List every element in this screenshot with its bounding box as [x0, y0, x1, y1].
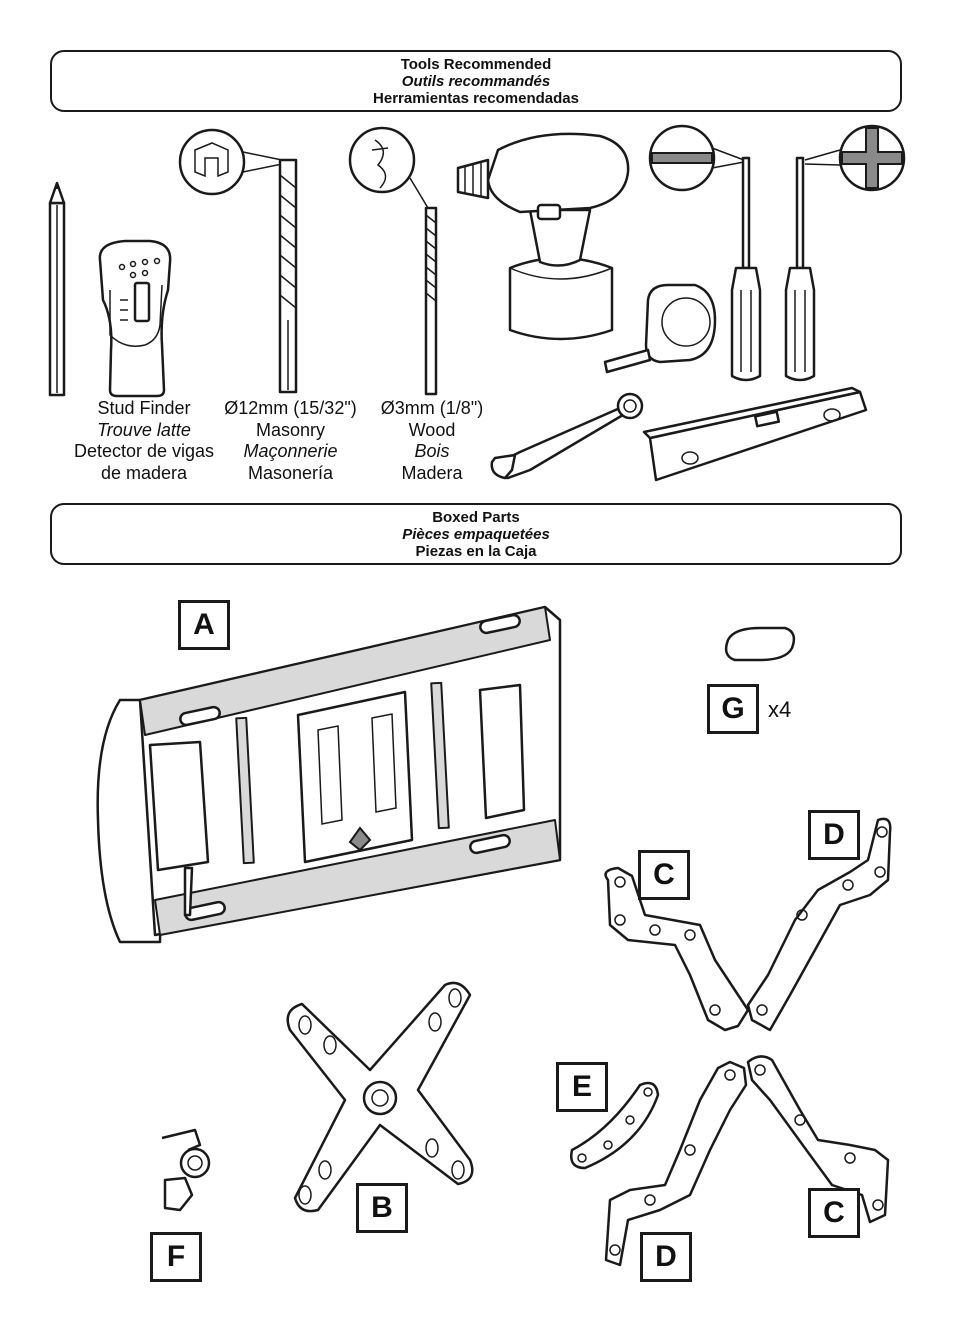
part-label-e: E [556, 1062, 608, 1112]
pencil-icon [48, 181, 66, 397]
banner-title-en: Tools Recommended [400, 56, 552, 73]
banner-title-es: Herramientas recomendadas [373, 90, 579, 107]
wood-bit-en: Wood [408, 419, 456, 440]
stud-finder-caption: Stud Finder Trouve latte Detector de vig… [64, 398, 224, 484]
masonry-bit-en: Masonry [255, 419, 326, 440]
part-label-b: B [356, 1183, 408, 1233]
masonry-bit-size: Ø12mm (15/32") [224, 398, 357, 418]
masonry-drill-bit-icon [178, 128, 298, 394]
stud-finder-es: Detector de vigas [73, 441, 215, 461]
spacer-part-g [724, 626, 796, 662]
part-label-c-upper: C [638, 850, 690, 900]
tools-recommended-banner: Tools Recommended Outils recommandés Her… [50, 50, 902, 112]
banner-title-es: Piezas en la Caja [415, 543, 537, 560]
boxed-parts-banner: Boxed Parts Pièces empaquetées Piezas en… [50, 503, 902, 565]
part-g-quantity: x4 [768, 697, 792, 722]
cross-plate-part-b [286, 981, 474, 1213]
stud-finder-icon [98, 239, 172, 398]
clip-part-f [161, 1128, 211, 1212]
banner-title-en: Boxed Parts [432, 509, 520, 526]
masonry-bit-es: Masonería [247, 462, 334, 483]
bracket-arms-lower [604, 1055, 890, 1267]
part-label-a: A [178, 600, 230, 650]
wall-plate-part-a [96, 605, 562, 944]
flat-screwdriver-icon [648, 124, 762, 382]
wrench-icon [490, 392, 644, 480]
part-label-c-lower: C [808, 1188, 860, 1238]
masonry-bit-caption: Ø12mm (15/32") Masonry Maçonnerie Masone… [213, 398, 368, 484]
stud-finder-fr: Trouve latte [97, 419, 191, 440]
part-label-f: F [150, 1232, 202, 1282]
wood-bit-es: Madera [401, 462, 463, 483]
banner-title-fr: Pièces empaquetées [402, 526, 550, 543]
level-icon [642, 386, 868, 482]
wood-drill-bit-icon [348, 126, 438, 396]
wood-bit-size: Ø3mm (1/8") [380, 398, 484, 418]
curved-bar-part-e [570, 1081, 660, 1170]
drill-icon [456, 132, 630, 341]
wood-bit-caption: Ø3mm (1/8") Wood Bois Madera [372, 398, 492, 484]
masonry-bit-fr: Maçonnerie [243, 441, 338, 461]
tape-measure-icon [603, 283, 717, 374]
banner-title-fr: Outils recommandés [401, 73, 551, 90]
part-label-d-upper: D [808, 810, 860, 860]
wood-bit-fr: Bois [414, 441, 450, 461]
part-label-d-lower: D [640, 1232, 692, 1282]
stud-finder-es-2: de madera [100, 462, 188, 483]
part-label-g: G [707, 684, 759, 734]
stud-finder-en: Stud Finder [97, 398, 191, 418]
phillips-screwdriver-icon [784, 124, 906, 382]
